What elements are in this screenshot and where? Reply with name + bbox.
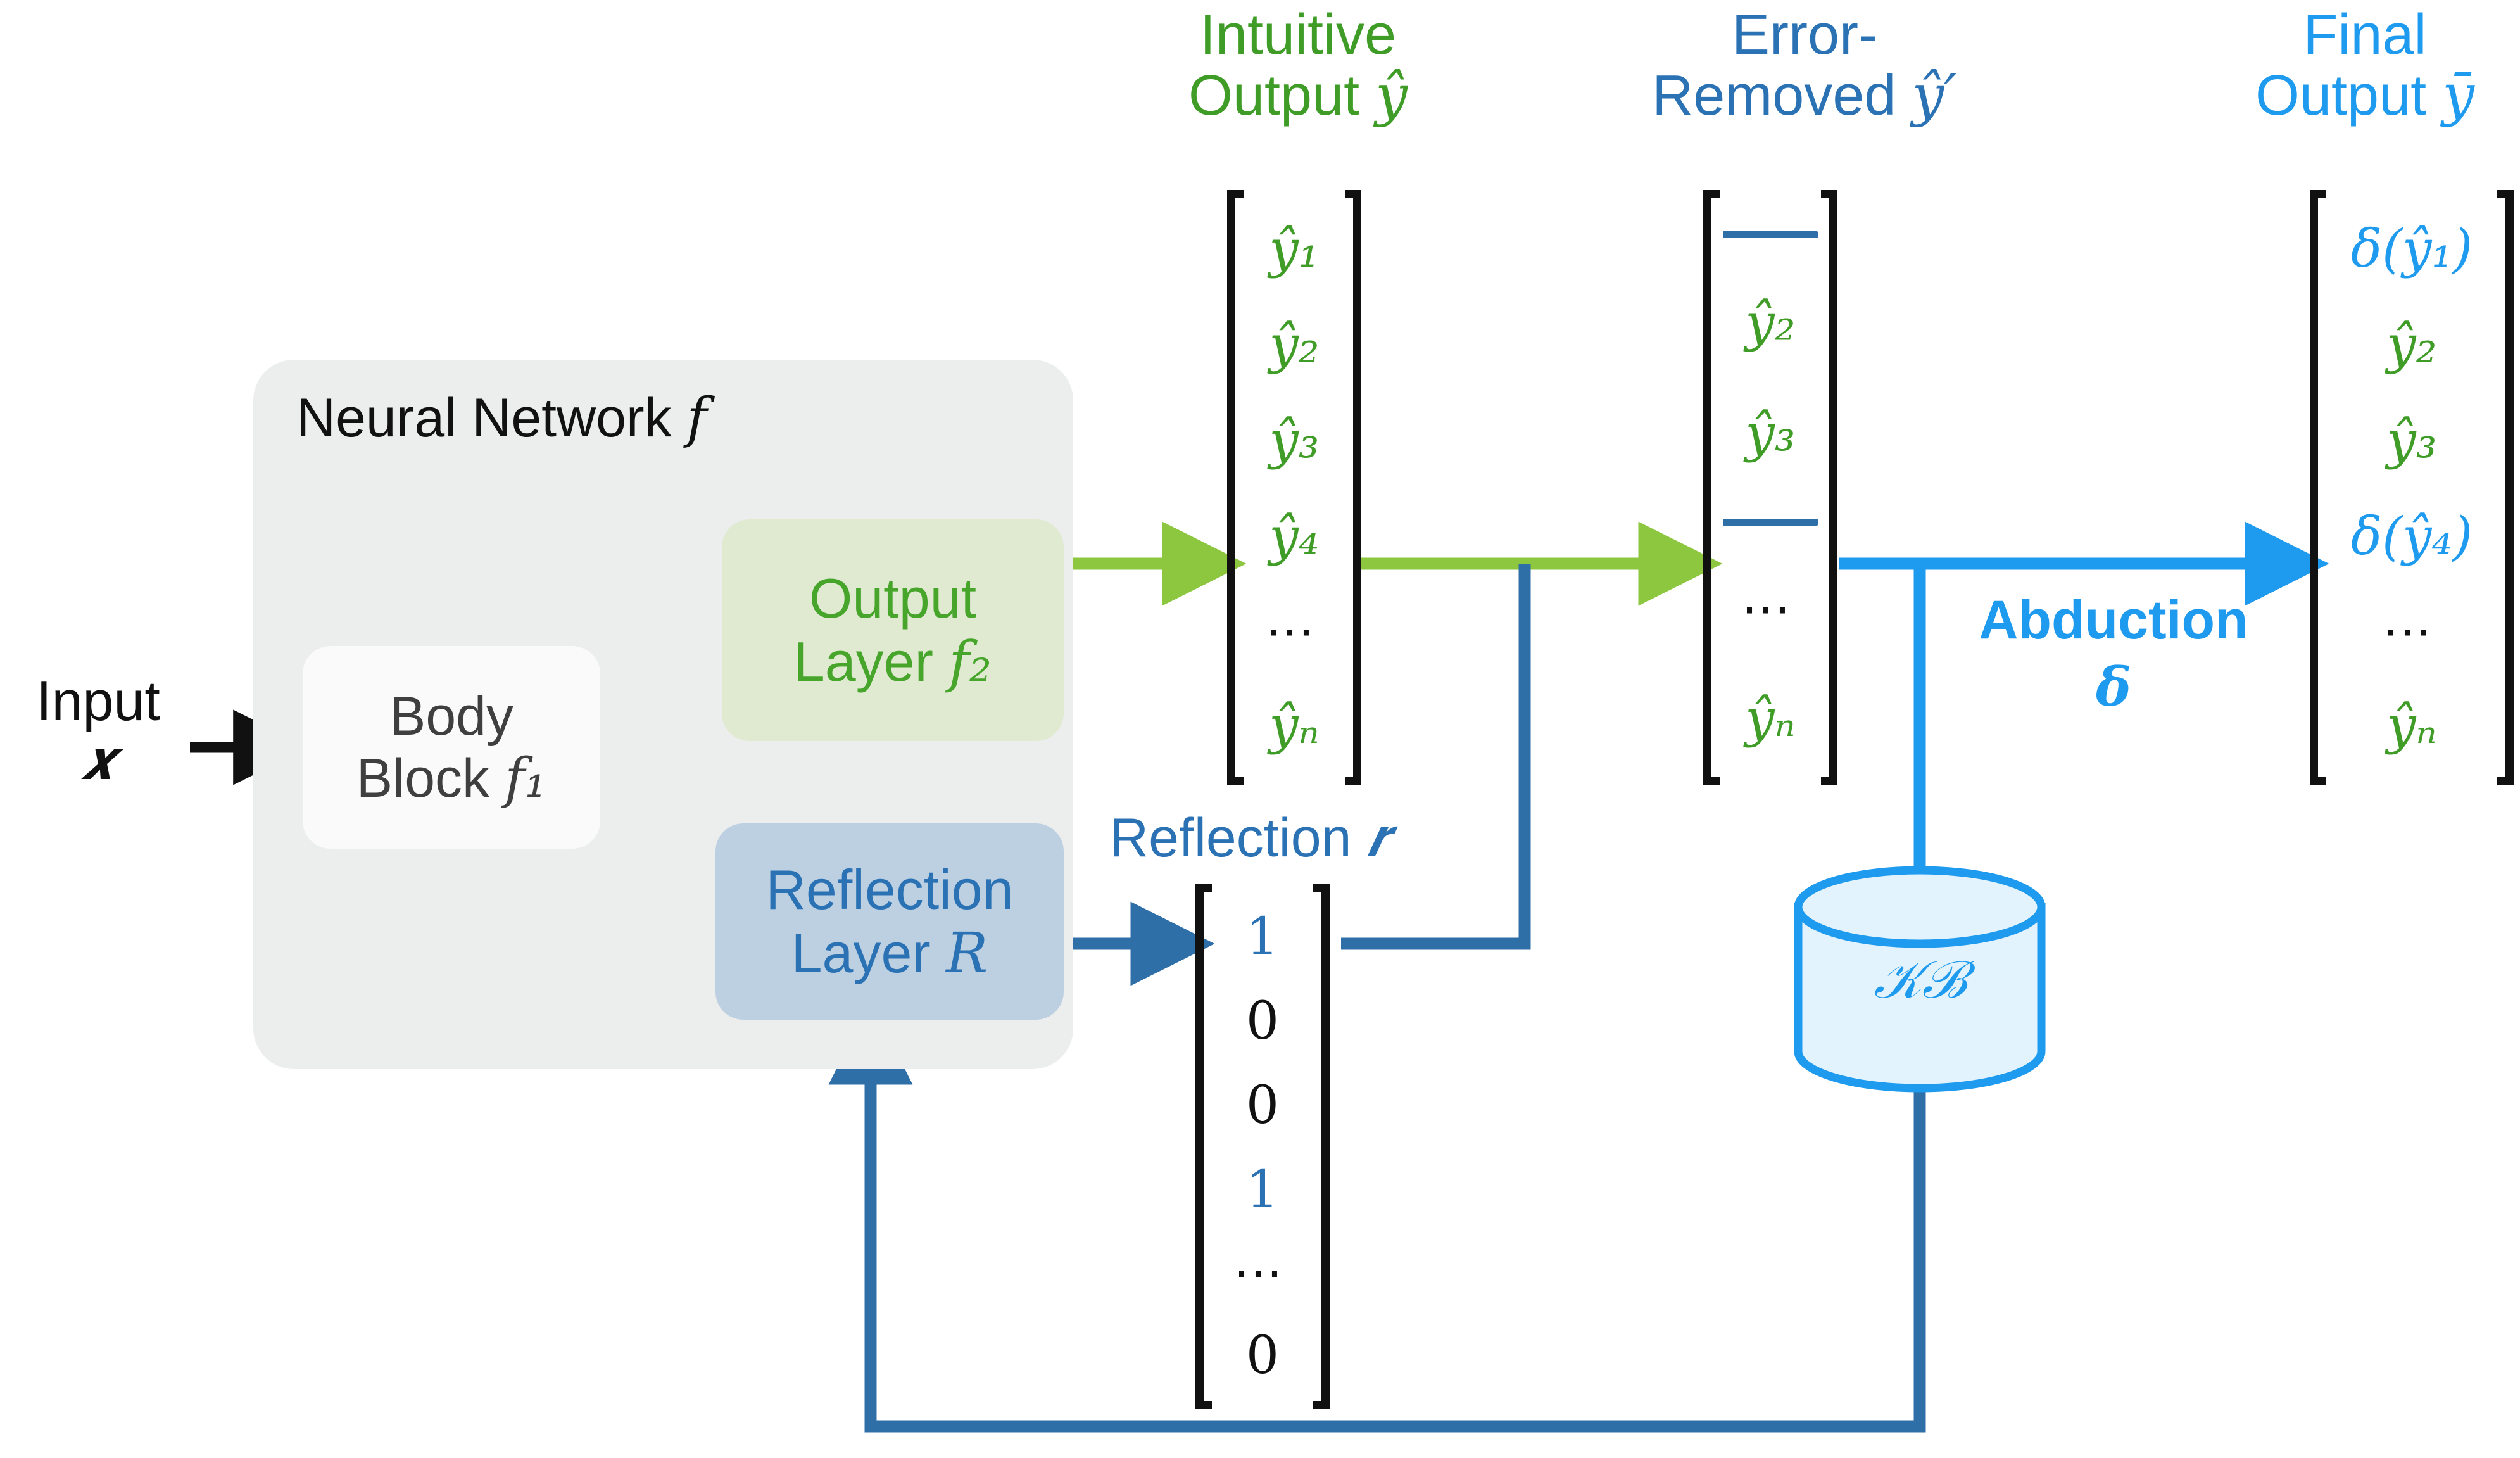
- bracket-left: [2310, 190, 2326, 785]
- output-layer-content: Output Layer f₂: [794, 567, 992, 694]
- abduction-label-text: Abduction: [1979, 590, 2248, 650]
- intuitive-header-line2: Output: [1188, 64, 1360, 128]
- vector-cell-5: ⋯: [1264, 602, 1324, 660]
- vector-cells: δ(ŷ₁) ŷ₂ ŷ₃ δ(ŷ₄) ⋯ ŷₙ: [2326, 190, 2497, 785]
- reflection-vector: 1 0 0 1 ⋯ 0: [1195, 884, 1330, 1409]
- bracket-right: [1821, 190, 1837, 785]
- error-removed-header-line1: Error-: [1732, 3, 1877, 67]
- input-symbol: 𝒙: [80, 727, 117, 793]
- final-header-symbol: ȳ: [2442, 62, 2475, 129]
- vector-cell-1: ŷ₁: [1269, 219, 1320, 279]
- kb-feedback-loop: [828, 1000, 1926, 1433]
- vector-cell-5: ⋯: [1741, 580, 1800, 638]
- vector-cell-4: [1723, 518, 1818, 526]
- error-removed-header-line2: Removed: [1652, 64, 1896, 128]
- reflection-layer-box[interactable]: Reflection Layer R: [715, 823, 1064, 1020]
- abduction-symbol: 𝜹: [2095, 656, 2132, 718]
- vector-cell-2: ŷ₂: [1269, 314, 1320, 375]
- body-block-content: Body Block f₁: [356, 685, 547, 809]
- vector-cells: ŷ₂ ŷ₃ ⋯ ŷₙ: [1720, 190, 1821, 785]
- intuitive-output-header: Intuitive Output ŷ: [1133, 3, 1463, 129]
- bracket-left: [1195, 884, 1212, 1409]
- vector-cell-4: 1: [1245, 1159, 1280, 1220]
- reflection-layer-symbol: R: [946, 920, 988, 986]
- neural-network-title-text: Neural Network: [296, 388, 672, 448]
- vector-cell-3: ŷ₃: [1745, 403, 1796, 464]
- vector-cells: 1 0 0 1 ⋯ 0: [1212, 884, 1313, 1409]
- reflection-layer-line1: Reflection: [765, 858, 1014, 921]
- vector-cell-1: δ(ŷ₁): [2350, 219, 2473, 279]
- intuitive-header-line1: Intuitive: [1199, 3, 1397, 67]
- vector-cell-2: ŷ₂: [1745, 292, 1796, 353]
- vector-cell-5: ⋯: [1233, 1244, 1292, 1302]
- knowledge-base-label: 𝒦ℬ: [1874, 950, 1966, 1010]
- reflection-caption-symbol: 𝒓: [1366, 806, 1391, 870]
- vector-cell-4: ŷ₄: [1269, 506, 1320, 567]
- bracket-right: [2497, 190, 2514, 785]
- reflection-caption-text: Reflection: [1109, 808, 1352, 868]
- neural-network-symbol: f: [686, 386, 707, 450]
- output-layer-symbol: f₂: [948, 629, 992, 694]
- reflection-layer-content: Reflection Layer R: [765, 858, 1013, 986]
- vector-cell-6: ŷₙ: [1269, 695, 1320, 756]
- abduction-label: Abduction 𝜹: [1949, 589, 2278, 718]
- output-layer-box[interactable]: Output Layer f₂: [722, 519, 1064, 741]
- vector-cell-6: 0: [1245, 1325, 1280, 1386]
- error-removed-header-symbol: ŷ′: [1912, 62, 1957, 129]
- final-output-header: Final Output ȳ: [2216, 3, 2514, 129]
- bracket-right: [1313, 884, 1330, 1409]
- removed-entry-strike: [1723, 518, 1818, 526]
- input-label: Input 𝒙: [19, 671, 177, 790]
- body-block[interactable]: Body Block f₁: [303, 646, 600, 849]
- final-output-vector: δ(ŷ₁) ŷ₂ ŷ₃ δ(ŷ₄) ⋯ ŷₙ: [2310, 190, 2514, 785]
- bracket-left: [1227, 190, 1244, 785]
- final-header-line1: Final: [2303, 3, 2427, 67]
- output-layer-line2: Layer: [793, 630, 933, 693]
- vector-cell-2: ŷ₂: [2386, 314, 2437, 375]
- vector-cell-1: 1: [1245, 906, 1280, 967]
- reflection-layer-line2: Layer: [791, 922, 931, 984]
- body-block-line2: Block: [356, 748, 490, 809]
- body-block-symbol: f₁: [504, 747, 547, 810]
- vector-cell-6: ŷₙ: [2386, 695, 2437, 756]
- bracket-right: [1345, 190, 1361, 785]
- bracket-left: [1703, 190, 1720, 785]
- knowledge-base-cylinder: [1794, 866, 2046, 1093]
- vector-cell-1: [1723, 231, 1818, 238]
- error-removed-header: Error- Removed ŷ′: [1608, 3, 2001, 129]
- input-label-text: Input: [36, 669, 160, 732]
- intuitive-output-vector: ŷ₁ ŷ₂ ŷ₃ ŷ₄ ⋯ ŷₙ: [1227, 190, 1361, 785]
- vector-cell-3: 0: [1245, 1075, 1280, 1136]
- reflection-vector-caption: Reflection 𝒓: [1109, 809, 1390, 867]
- final-header-line2: Output: [2255, 64, 2427, 128]
- neural-network-title: Neural Network f: [296, 388, 707, 448]
- vector-cell-3: ŷ₃: [2386, 410, 2437, 471]
- vector-cell-6: ŷₙ: [1745, 688, 1796, 749]
- reflection-to-error-removal-connector: [1341, 564, 1531, 950]
- vector-cell-5: ⋯: [2382, 602, 2441, 660]
- vector-cell-2: 0: [1245, 991, 1280, 1051]
- removed-entry-strike: [1723, 231, 1818, 238]
- intuitive-header-symbol: ŷ: [1375, 62, 1408, 129]
- vector-cells: ŷ₁ ŷ₂ ŷ₃ ŷ₄ ⋯ ŷₙ: [1244, 190, 1345, 785]
- vector-cell-3: ŷ₃: [1269, 410, 1320, 471]
- body-block-line1: Body: [389, 685, 513, 747]
- output-layer-line1: Output: [809, 566, 977, 630]
- error-removed-vector: ŷ₂ ŷ₃ ⋯ ŷₙ: [1703, 190, 1837, 785]
- vector-cell-4: δ(ŷ₄): [2350, 506, 2473, 567]
